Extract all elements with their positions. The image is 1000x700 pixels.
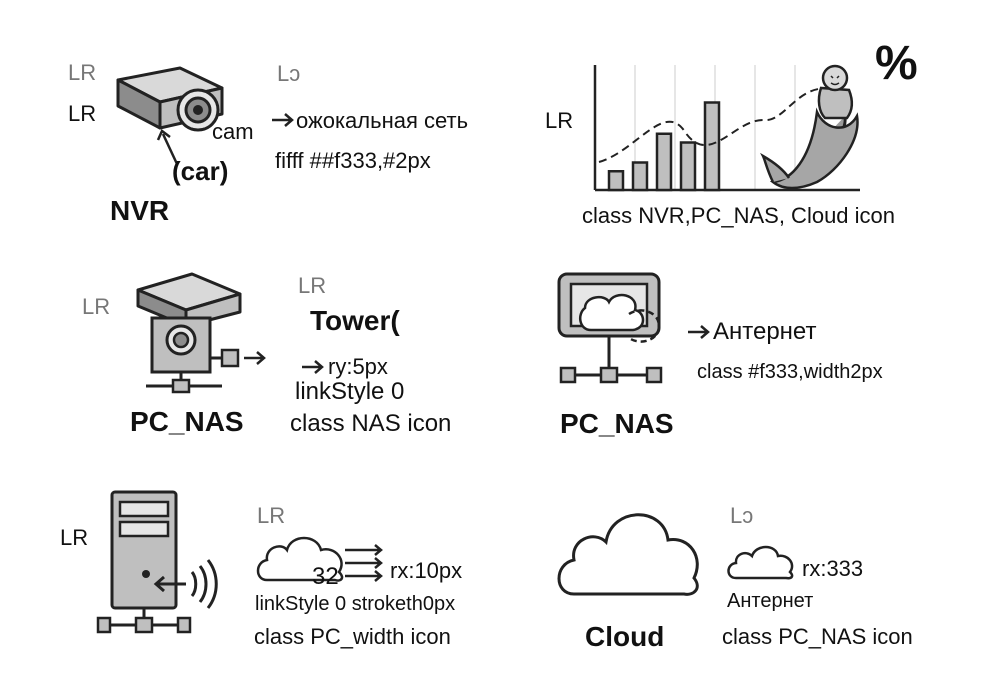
tower-label: Tower(	[310, 305, 400, 336]
lr-label: LR	[68, 101, 97, 126]
camera-icon	[116, 66, 224, 132]
glyph-label: Lↄ	[730, 503, 754, 528]
arrow-right-icon	[688, 325, 710, 339]
triple-arrow-icon	[345, 544, 383, 582]
arrow-up-icon	[156, 129, 179, 165]
style-text: fifff ##f333,#2px	[275, 148, 431, 173]
chart-bar-5	[703, 101, 721, 192]
nas-caption: class PC_NAS icon	[722, 624, 913, 649]
mermaid-icon	[760, 64, 859, 190]
network-cloud-icon	[557, 272, 663, 384]
trend-line	[598, 87, 836, 163]
internet-label: Антернет	[727, 590, 814, 612]
arrow-right-icon	[272, 113, 294, 127]
pcnas-title: PC_NAS	[130, 406, 244, 437]
link-text: ожокальная сеть	[296, 108, 469, 133]
cloud-icon	[557, 513, 699, 596]
glyph-label: Lↄ	[277, 61, 301, 86]
lr-label: LR	[82, 294, 111, 319]
lr-label: LR	[68, 60, 97, 85]
server-tower-icon	[96, 490, 218, 634]
width-caption: class #f333,width2px	[697, 361, 883, 383]
chart-bar-3	[655, 132, 673, 192]
nas-device-icon	[136, 272, 266, 394]
bar-chart	[593, 64, 860, 192]
chart-ylabel: LR	[545, 108, 574, 133]
rx-label: rx:10px	[390, 558, 463, 583]
width-caption: class PC_width icon	[254, 624, 451, 649]
rx-label: rx:333	[802, 556, 864, 581]
car-label: (car)	[172, 156, 229, 186]
chart-bar-1	[607, 170, 625, 192]
nvr-title: NVR	[110, 195, 170, 226]
lr-label: LR	[257, 503, 286, 528]
linkstyle-label: linkStyle 0 stroketh0px	[255, 593, 456, 615]
small-cloud-icon	[727, 545, 794, 580]
number-label: 32	[312, 563, 339, 590]
ry-label: ry:5px	[328, 354, 388, 379]
percent-icon: %	[875, 37, 918, 90]
nas-caption: class NAS icon	[290, 410, 452, 437]
chart-bar-2	[631, 161, 649, 192]
cloud-icon	[256, 536, 344, 582]
cam-label: cam	[212, 119, 254, 144]
cloud-title: Cloud	[585, 621, 665, 652]
chart-caption: class NVR,PC_NAS, Cloud icon	[582, 203, 896, 228]
arrow-right-icon	[302, 360, 324, 374]
pcnas-title: PC_NAS	[560, 408, 674, 439]
lr-label: LR	[298, 273, 327, 298]
chart-bar-4	[679, 141, 697, 192]
lr-label: LR	[60, 525, 89, 550]
linkstyle-label: linkStyle 0	[295, 378, 405, 405]
internet-label: Антернет	[713, 318, 817, 345]
